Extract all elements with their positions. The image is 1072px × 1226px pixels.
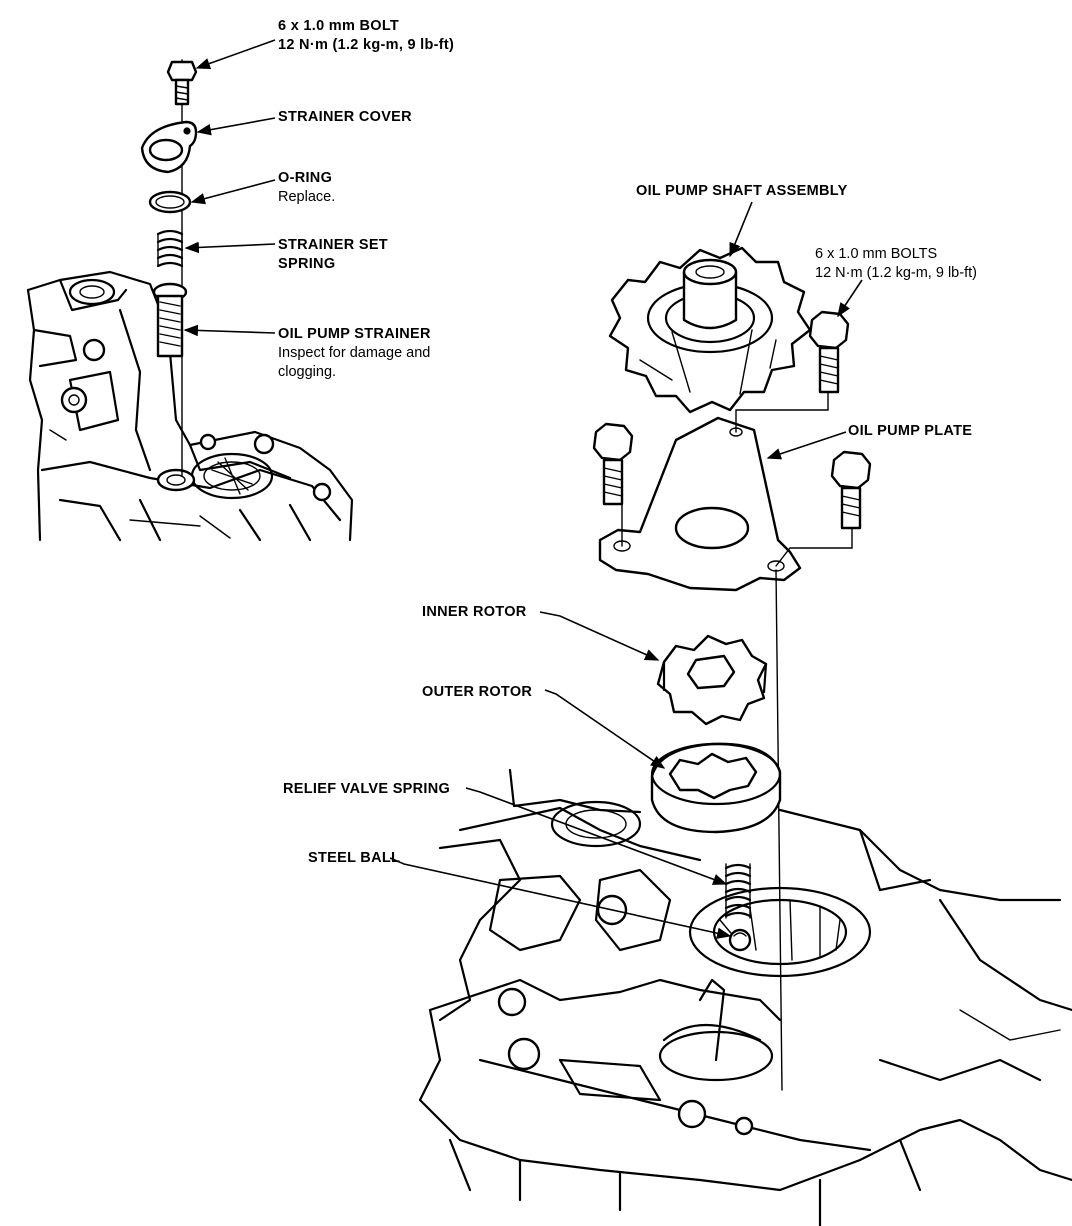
strainer-set-spring-part (156, 229, 184, 268)
strainer-cover-callout: STRAINER COVER (278, 108, 412, 127)
oil-pump-strainer-callout: OIL PUMP STRAINER Inspect for damage and… (278, 325, 431, 382)
oil-pump-shaft-gear-part (608, 246, 812, 414)
bolts-right-title: 6 x 1.0 mm BOLTS (815, 246, 938, 262)
oil-pump-plate-bolt-top-right (808, 310, 850, 394)
outer-rotor-part (650, 742, 782, 834)
bolt-top-callout: 6 x 1.0 mm BOLT 12 N·m (1.2 kg-m, 9 lb-f… (278, 17, 454, 55)
oil-pump-strainer-note-1: Inspect for damage and (278, 345, 431, 361)
transmission-housing-right (418, 768, 1072, 1226)
oil-pump-strainer-part (152, 282, 188, 358)
oil-pump-shaft-assembly-title: OIL PUMP SHAFT ASSEMBLY (636, 183, 848, 199)
oil-pump-plate-callout: OIL PUMP PLATE (848, 422, 972, 441)
steel-ball-part (728, 928, 752, 952)
strainer-set-spring-title-2: SPRING (278, 256, 336, 272)
bolts-right-callout: 6 x 1.0 mm BOLTS 12 N·m (1.2 kg-m, 9 lb-… (815, 245, 977, 283)
outer-rotor-callout: OUTER ROTOR (422, 683, 532, 702)
oil-pump-plate-bolt-right (830, 450, 872, 530)
bolt-top-torque: 12 N·m (1.2 kg-m, 9 lb-ft) (278, 37, 455, 53)
steel-ball-title: STEEL BALL (308, 850, 401, 866)
relief-valve-spring-title: RELIEF VALVE SPRING (283, 781, 451, 797)
oil-pump-plate-bolt-left (592, 422, 634, 506)
strainer-cover-title: STRAINER COVER (278, 109, 412, 125)
strainer-cover-part (140, 120, 198, 174)
oil-pump-strainer-note-2: clogging. (278, 364, 337, 380)
strainer-set-spring-callout: STRAINER SET SPRING (278, 236, 388, 274)
oil-pump-shaft-assembly-callout: OIL PUMP SHAFT ASSEMBLY (636, 182, 848, 201)
bolts-right-torque: 12 N·m (1.2 kg-m, 9 lb-ft) (815, 265, 977, 281)
inner-rotor-part (656, 634, 768, 726)
outer-rotor-title: OUTER ROTOR (422, 684, 533, 700)
bolt-top-part (166, 60, 198, 106)
inner-rotor-title: INNER ROTOR (422, 604, 527, 620)
oil-pump-plate-part (598, 416, 802, 592)
relief-valve-spring-part (724, 863, 752, 919)
oil-pump-plate-title: OIL PUMP PLATE (848, 423, 973, 439)
o-ring-callout: O-RING Replace. (278, 169, 335, 207)
transmission-housing-left (26, 270, 354, 542)
oil-pump-strainer-title: OIL PUMP STRAINER (278, 326, 431, 342)
steel-ball-callout: STEEL BALL (308, 849, 400, 868)
o-ring-title: O-RING (278, 170, 333, 186)
o-ring-part (148, 190, 192, 214)
inner-rotor-callout: INNER ROTOR (422, 603, 527, 622)
bolt-top-title: 6 x 1.0 mm BOLT (278, 18, 400, 34)
relief-valve-spring-callout: RELIEF VALVE SPRING (283, 780, 450, 799)
strainer-set-spring-title-1: STRAINER SET (278, 237, 388, 253)
o-ring-note: Replace. (278, 189, 336, 205)
